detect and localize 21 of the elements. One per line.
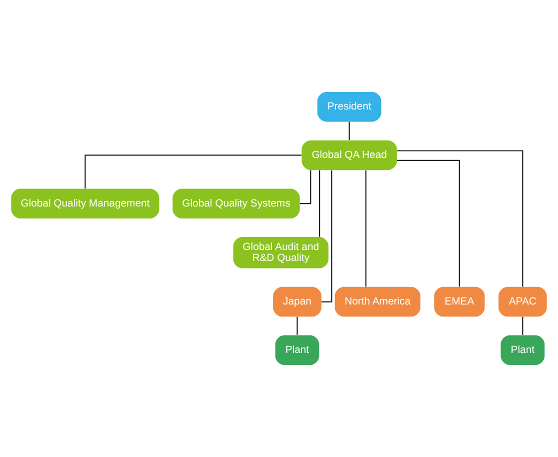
connector: [322, 170, 332, 302]
node-box: Global Quality Systems: [172, 188, 300, 218]
node-box: Japan: [273, 286, 322, 317]
node-box: Plant: [275, 335, 320, 366]
connector: [300, 170, 312, 204]
node-box: EMEA: [434, 286, 485, 317]
node-box: North America: [334, 286, 420, 317]
connector: [396, 160, 460, 287]
connector: [319, 170, 320, 237]
node-box: Global QA Head: [302, 140, 397, 170]
node-box: Plant: [500, 335, 545, 366]
connector: [365, 170, 366, 287]
connector: [348, 122, 350, 140]
connector: [296, 316, 298, 335]
node-box: President: [317, 92, 382, 122]
connector: [522, 316, 524, 335]
node-box: Global Quality Management: [11, 188, 160, 218]
connector: [84, 154, 302, 189]
node-box: APAC: [498, 286, 547, 317]
node-box: Global Audit and R&D Quality: [233, 237, 328, 268]
connector: [397, 150, 524, 287]
